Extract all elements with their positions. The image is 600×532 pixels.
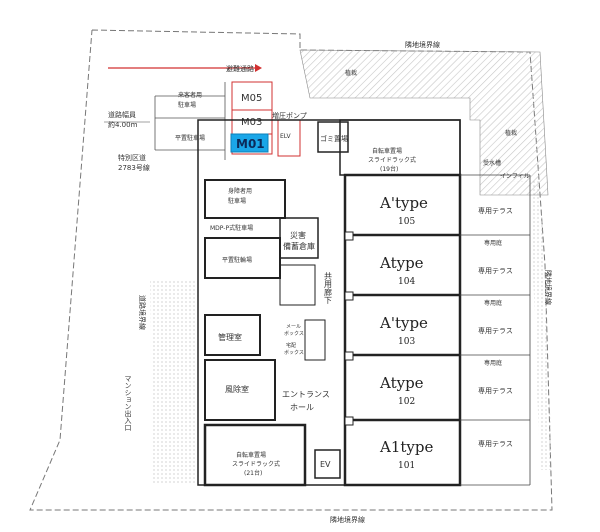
garden-3: 専用庭: [484, 359, 502, 367]
building-walls: [197, 119, 462, 487]
marker-m05: M05: [241, 93, 262, 104]
flat-bike-label: 平置駐輪場: [222, 256, 252, 264]
planting-north: 植栽: [345, 69, 357, 77]
entrance-label: エントランス: [282, 390, 330, 399]
terrace-5: 専用テラス: [478, 439, 513, 448]
road-width-label: 道路幅員: [108, 110, 136, 119]
bike-bottom-label2: スライドラック式: [232, 460, 280, 468]
boundary-south: 隣地境界線: [330, 515, 365, 524]
unit-type: Atype: [379, 374, 424, 392]
evac-label: 避難通路: [226, 64, 254, 73]
garbage-label: ゴミ置場: [320, 134, 348, 143]
guest-parking-label: 来客者用: [178, 91, 202, 99]
guest-parking-label2: 駐車場: [178, 101, 196, 109]
unit-103[interactable]: A'type 103: [379, 314, 428, 347]
boundary-east: 隣地境界線: [544, 270, 553, 305]
terrace-1: 専用テラス: [478, 206, 513, 215]
unit-number: 101: [398, 461, 415, 471]
bike-bottom-label: 自転車置場: [236, 451, 266, 459]
machine-parking-label: MDP-P式駐車場: [210, 224, 253, 232]
terrace-3: 専用テラス: [478, 326, 513, 335]
parking-lines: [154, 82, 226, 160]
marker-m01: M01: [236, 137, 265, 151]
disaster-label: 災害: [290, 230, 306, 240]
unit-type: A'type: [379, 194, 428, 212]
disaster-label2: 備蓄倉庫: [283, 241, 315, 251]
terraces: [460, 174, 531, 486]
garden-2: 専用庭: [484, 299, 502, 307]
handicap-parking-label: 身障者用: [228, 187, 252, 195]
unit-104[interactable]: Atype 104: [379, 254, 424, 287]
site-boundary: [29, 29, 553, 511]
ev-label: EV: [320, 460, 331, 469]
bike-top-label2: スライドラック式: [368, 156, 416, 164]
evacuation-arrow: 避難通路: [108, 64, 262, 73]
unit-101[interactable]: A1type 101: [379, 438, 433, 471]
mail-label2: ボックス: [284, 330, 304, 337]
marker-m03: M03: [241, 117, 262, 128]
unit-type: A1type: [379, 438, 433, 456]
terrace-4: 専用テラス: [478, 386, 513, 395]
unit-number: 104: [398, 277, 415, 287]
mail-label: メール: [286, 324, 301, 330]
windbreak-label: 風除室: [225, 384, 249, 394]
unit-number: 105: [398, 217, 415, 227]
road-width-value: 約4.00m: [108, 120, 138, 129]
marker-m01-highlight[interactable]: M01: [230, 133, 269, 153]
terrace-2: 専用テラス: [478, 266, 513, 275]
planting-east: 植栽: [505, 129, 517, 137]
unit-type: Atype: [379, 254, 424, 272]
pump-label: 増圧ポンプ: [272, 111, 307, 120]
boundary-north: 隣地境界線: [405, 40, 440, 49]
entrance-label2: ホール: [290, 403, 314, 412]
boundary-west: 道路境界線: [138, 295, 147, 330]
unit-102[interactable]: Atype 102: [379, 374, 424, 407]
admin-label: 管理室: [218, 332, 242, 342]
unit-105[interactable]: A'type 105: [379, 194, 428, 227]
corridor-label: 共用廊下: [324, 272, 333, 305]
district-no: 2783号線: [118, 163, 150, 172]
district-label: 特別区道: [118, 153, 146, 162]
unit-number: 103: [398, 337, 415, 347]
handicap-parking-label2: 駐車場: [228, 197, 246, 205]
garden-1: 専用庭: [484, 239, 502, 247]
delivery-label2: ボックス: [284, 349, 304, 356]
water-tank-label: 受水槽: [483, 159, 501, 167]
elv-label: ELV: [280, 133, 291, 140]
unit-number: 102: [398, 397, 415, 407]
delivery-label: 宅配: [286, 342, 296, 349]
infill-label: インフィル: [500, 173, 530, 180]
flat-parking-label: 平置駐車場: [175, 134, 205, 142]
unit-type: A'type: [379, 314, 428, 332]
bike-bottom-label3: (21台): [244, 469, 262, 477]
unit-connectors: [344, 231, 354, 426]
mansion-entrance-label: マンション出入口: [124, 375, 132, 431]
bike-top-label3: (19台): [380, 165, 398, 173]
bike-top-label: 自転車置場: [372, 147, 402, 155]
